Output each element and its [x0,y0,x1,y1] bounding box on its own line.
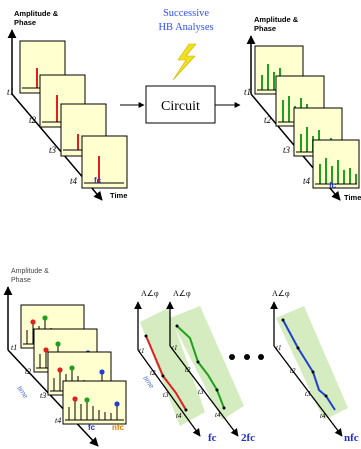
amplitude-axis-label-line1: Amplitude & [11,268,49,275]
time-label-t4: t4 [176,412,182,420]
harmonic-marker-nfc [114,401,120,407]
time-axis [7,349,99,447]
envelope-band [170,306,244,420]
amplitude-axis-label-line2: Phase [11,277,31,284]
spectral-stems-t4 [68,399,118,420]
time-label-t4: t4 [303,176,311,186]
time-label-t1: t1 [139,347,144,355]
caption-line2: HB Analyses [158,22,213,33]
time-axis-label: time [15,385,28,400]
time-axis [273,345,343,437]
time-label-t4: t4 [70,176,78,186]
circuit-label: Circuit [161,99,200,114]
frequency-label-nfc: nfc [112,423,125,432]
envelope-frequency-label: 2fc [241,432,255,444]
harmonic-marker-2fc [42,315,48,321]
harmonic-marker-2fc [84,397,90,403]
successive-hb-analyses: Successive HB Analyses Circuit [120,8,241,124]
circuit-box [145,85,216,124]
harmonic-marker-nfc [99,369,105,375]
frequency-label-fc: fc [94,176,102,185]
time-label-t1: t1 [276,344,281,352]
envelope-samples [281,318,328,398]
ellipsis-dots [229,354,264,360]
time-label-t2: t2 [264,115,272,125]
time-label-t4: t4 [55,416,61,425]
top-right-spectrum-stack: Amplitude & Phase [244,15,361,202]
time-label-t2: t2 [25,367,31,376]
envelope-header: A∠φ [141,289,159,298]
amplitude-axis-label-line2: Phase [254,24,276,33]
envelope-header: A∠φ [272,289,290,298]
time-label-t4: t4 [215,411,221,419]
envelope-fc: A∠φ t1 t2 t3 t4 time fc [134,289,217,444]
lightning-icon [172,43,197,81]
time-label-t3: t3 [198,388,204,396]
time-label-t4: t4 [320,412,326,420]
time-label-t1: t1 [11,343,17,352]
envelope-curve [282,319,336,411]
bottom-spectrum-stack: Amplitude & Phase [3,268,127,447]
caption-line1: Successive [163,8,209,19]
time-label-t3: t3 [163,391,169,399]
time-label-t2: t2 [290,367,296,375]
envelope-band [276,306,348,420]
harmonic-marker-2fc [55,341,61,347]
envelope-2fc: A∠φ t1 t2 t3 t4 2fc [166,289,255,444]
spectral-lines-t4 [319,158,357,184]
time-axis-label: Time [344,193,361,202]
envelope-band [140,308,205,426]
harmonic-marker-fc [72,396,78,402]
envelope-curve [176,325,225,409]
time-label-t3: t3 [49,145,57,155]
amplitude-axis-label-line2: Phase [14,18,36,27]
harmonic-marker-2fc [69,365,75,371]
frequency-label-fc: fc [88,423,96,432]
harmonic-marker-fc [43,347,49,353]
harmonic-marker-fc [30,319,36,325]
envelope-header: A∠φ [173,289,191,298]
time-axis [169,345,239,437]
time-label-t2: t2 [29,115,37,125]
top-left-spectrum-stack: Amplitude & Phase t1 t2 t3 t4 fc Time [7,9,128,201]
envelope-nfc: A∠φ t1 t2 t3 t4 nfc [270,289,359,444]
amplitude-axis-label-line1: Amplitude & [254,15,299,24]
time-axis-label: time [141,375,154,390]
time-axis-label: Time [110,191,127,200]
envelope-samples [175,324,226,410]
time-axis [137,349,201,437]
spectrum-frame-t4 [81,135,128,189]
time-label-t2: t2 [150,369,156,377]
envelope-frequency-label: fc [208,432,217,444]
frequency-label-fc: fc [329,181,337,190]
time-label-t3: t3 [283,145,291,155]
time-label-t3: t3 [40,391,46,400]
amplitude-axis-label-line1: Amplitude & [14,9,59,18]
time-label-t2: t2 [185,366,191,374]
time-label-t1: t1 [244,87,251,97]
time-label-t1: t1 [7,87,14,97]
envelope-frequency-label: nfc [344,432,359,444]
time-label-t3: t3 [305,390,311,398]
harmonic-marker-fc [57,367,63,373]
envelope-samples [144,334,188,412]
time-label-t1: t1 [172,344,177,352]
